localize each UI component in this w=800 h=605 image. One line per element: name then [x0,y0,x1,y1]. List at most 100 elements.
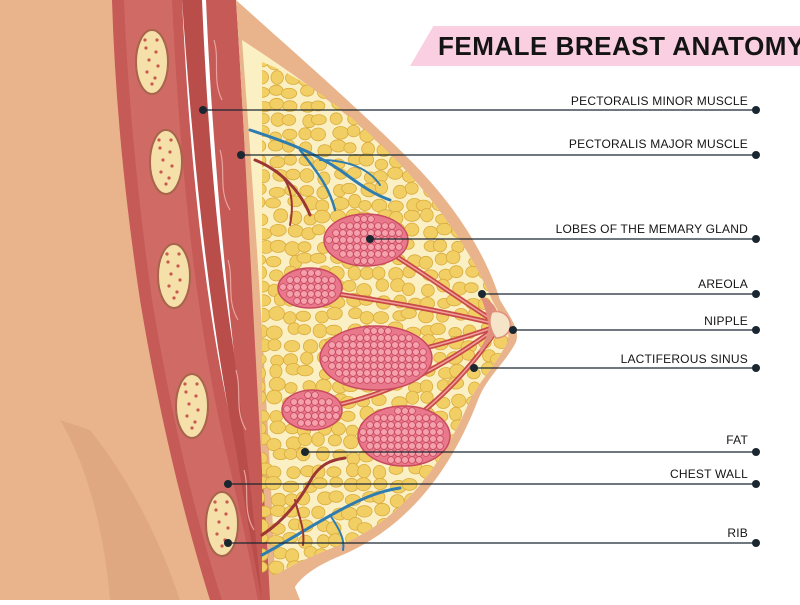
label-chest-wall: CHEST WALL [669,467,748,481]
fat-lobule [489,480,507,493]
fat-lobule [265,325,283,340]
fat-lobule [514,438,527,451]
fat-lobule [357,578,370,591]
fat-lobule [316,446,330,462]
fat-lobule [373,559,387,573]
fat-lobule [346,462,360,478]
fat-lobule [357,464,371,479]
blood-vessels [248,128,402,557]
fat-lobule [296,252,313,264]
fat-lobule [358,152,374,167]
fat-lobule [404,125,419,140]
fat-lobule [375,278,390,292]
fat-lobule [430,322,446,335]
fat-lobule [358,47,372,58]
fat-lobule [450,521,466,535]
fat-lobule [512,563,527,574]
fat-lobule [343,142,357,154]
fat-lobule [447,474,464,489]
label-lactiferous-sinus: LACTIFEROUS SINUS [620,352,748,366]
fat-lobule [403,47,417,58]
fat-lobule [310,100,326,112]
pectoralis-major-muscle [206,0,276,600]
fat-lobule [311,505,326,519]
fat-lobule [332,126,349,140]
fat-lobule [482,519,496,533]
fat-lobule [479,564,496,575]
fat-lobule [513,575,527,585]
fat-lobule [512,156,527,168]
fat-lobule [262,353,267,365]
fat-lobule [498,250,509,263]
fat-lobule [328,577,344,590]
fat-lobule [373,85,388,97]
fat-lobule [325,324,343,336]
fat-lobule [476,154,492,168]
rib-section [175,373,209,439]
fat-lobule [297,241,312,253]
fat-lobule [489,130,507,142]
fat-lobule [262,70,269,85]
fat-lobule [434,252,448,266]
fat-lobule [390,126,407,139]
label-leader-lines [199,106,760,547]
fat-lobule [481,534,496,546]
label-areola: AREOLA [698,277,748,291]
fat-lobule [392,184,408,199]
fat-lobule [269,269,284,282]
fat-lobule [496,224,509,236]
fat-lobule [387,200,404,213]
fat-lobule [420,391,434,404]
fat-lobule [328,490,344,503]
fat-lobule [403,209,421,222]
fat-lobule [386,69,401,85]
fat-lobule [491,551,505,563]
fat-lobule [262,366,266,381]
fat-lobule [467,576,481,586]
fat-lobule [284,382,298,394]
fat-lobule [430,562,446,575]
fat-lobule [511,172,527,183]
fat-lobule [268,306,286,321]
gland-lobe [319,325,433,391]
fat-lobule [312,40,328,54]
fat-lobule [434,502,451,517]
fat-lobule [262,254,267,266]
fat-lobule [506,237,509,253]
fat-lobule [343,69,360,83]
fat-lobule [325,62,343,72]
fat-lobule [464,507,480,521]
fat-lobule [347,85,361,98]
fat-lobule [446,460,462,475]
fat-lobule [438,579,450,589]
fat-lobule [475,475,492,488]
fat-lobule [402,547,417,561]
fat-lobule [506,535,509,549]
fat-lobule [403,576,418,587]
fat-lobule [464,282,479,294]
fat-lobule [462,74,478,87]
fat-lobule [281,114,297,126]
label-pectoralis-minor-muscle: PECTORALIS MINOR MUSCLE [570,94,748,108]
fat-lobule [513,467,525,477]
fat-lobule [299,168,315,183]
fat-lobule [262,62,270,68]
fat-lobule [436,168,450,180]
fat-lobule [449,114,463,128]
fat-lobule [514,351,527,363]
fat-lobule [423,225,439,240]
fat-lobule [262,112,270,125]
fat-lobule [262,265,268,280]
fat-lobule [419,379,434,394]
fat-lobule [359,311,374,325]
fat-lobule [491,406,508,421]
fat-lobule [447,72,462,86]
fat-lobule [404,563,418,575]
fat-lobule [478,87,494,102]
mammary-gland-lobes [277,213,451,467]
fat-lobule [422,112,438,127]
fat-lobule [497,169,509,185]
fat-lobule [283,447,298,460]
fat-lobule [465,447,481,462]
label-fat: FAT [726,433,748,447]
